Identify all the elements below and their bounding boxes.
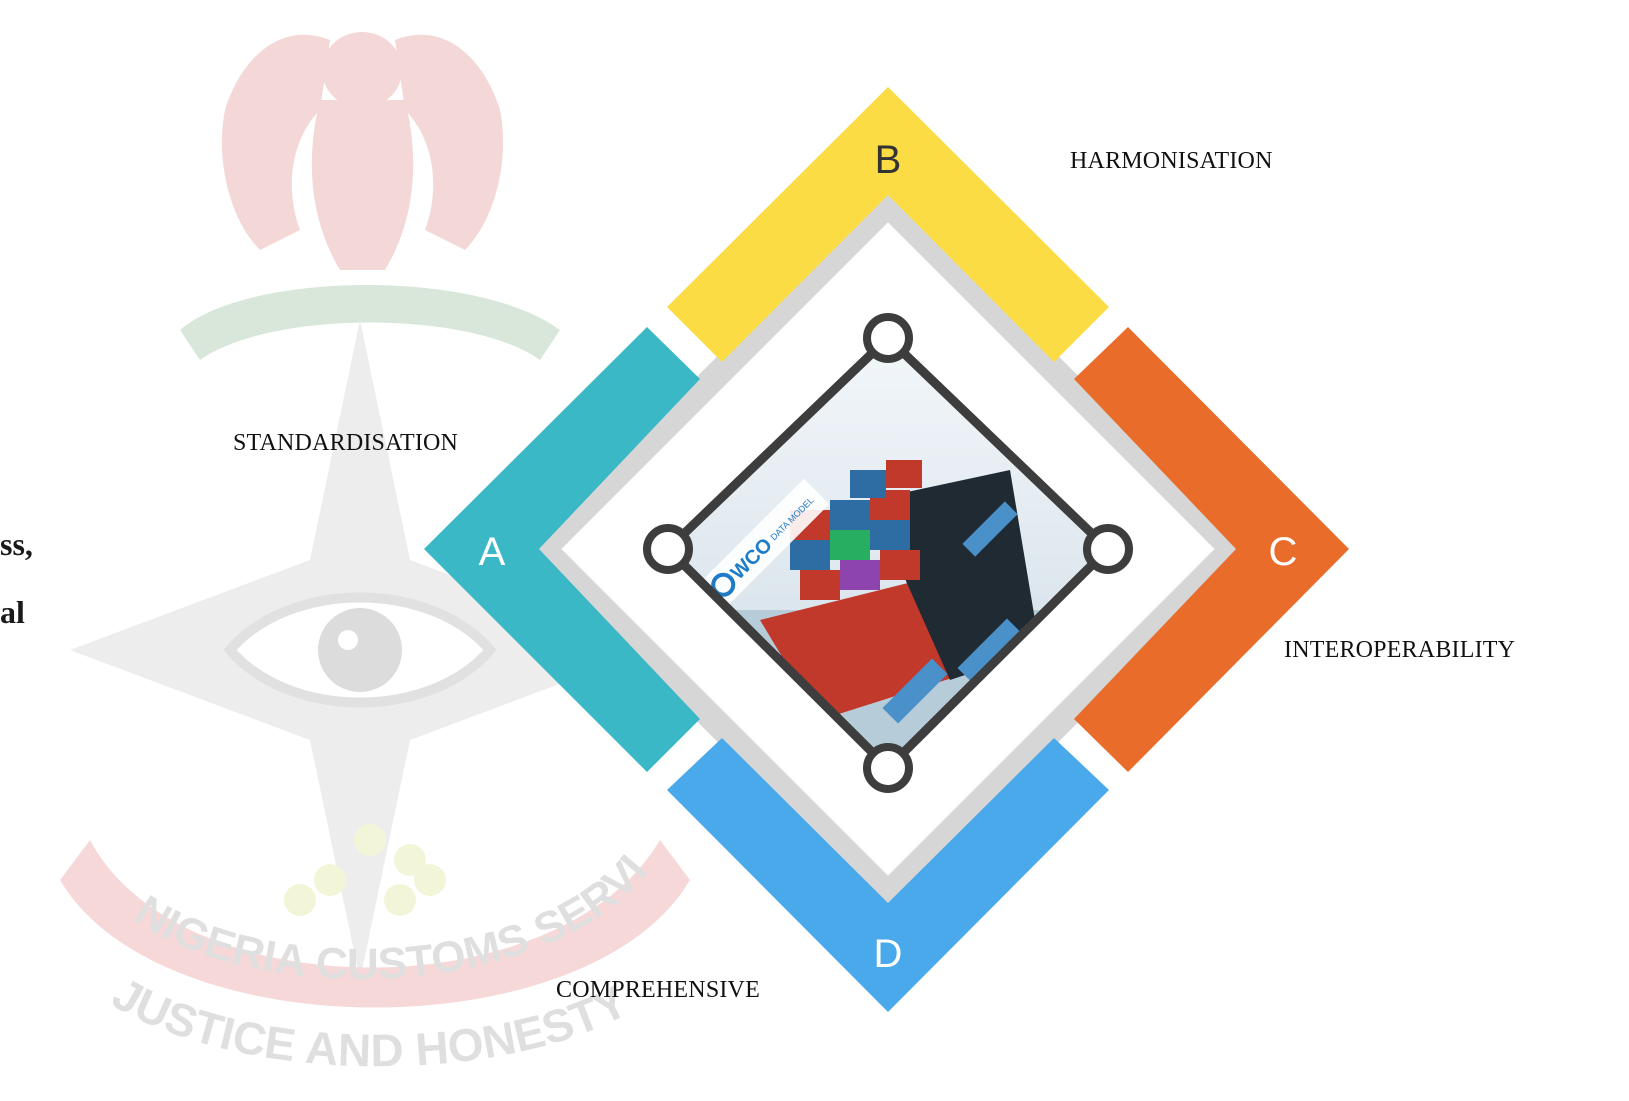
emblem-watermark: NIGERIA CUSTOMS SERVICE JUSTICE AND HONE…	[0, 0, 690, 1076]
corner-circle-right	[1083, 524, 1133, 574]
side-text-line-2: al	[0, 594, 25, 630]
segment-c-letter: C	[1269, 530, 1298, 574]
eye-icon	[223, 592, 497, 708]
side-text-line-1: ss,	[0, 526, 33, 562]
segment-c-chevron	[1074, 327, 1349, 772]
grey-frame	[524, 185, 1252, 913]
corner-circle-bottom	[863, 743, 913, 793]
label-comprehensive: COMPREHENSIVE	[556, 977, 760, 1003]
segment-d-chevron	[667, 738, 1109, 1012]
label-interoperability: INTEROPERABILITY	[1284, 637, 1516, 663]
segment-d-letter: D	[874, 932, 903, 976]
label-harmonisation: HARMONISATION	[1070, 148, 1273, 174]
corner-circle-left	[643, 524, 693, 574]
corner-circle-top	[863, 313, 913, 363]
banner-arc	[180, 285, 560, 360]
label-standardisation: STANDARDISATION	[233, 430, 459, 456]
flowers-icon	[284, 824, 446, 916]
segment-a-letter: A	[479, 530, 506, 574]
center-image: WCO DATA MODEL	[668, 338, 1108, 768]
star-icon	[70, 320, 650, 980]
eagle-icon	[221, 32, 504, 270]
segment-a-chevron	[424, 327, 700, 772]
segment-b-chevron	[667, 87, 1109, 362]
segment-b-letter: B	[875, 138, 902, 182]
emblem-band	[60, 840, 690, 1008]
